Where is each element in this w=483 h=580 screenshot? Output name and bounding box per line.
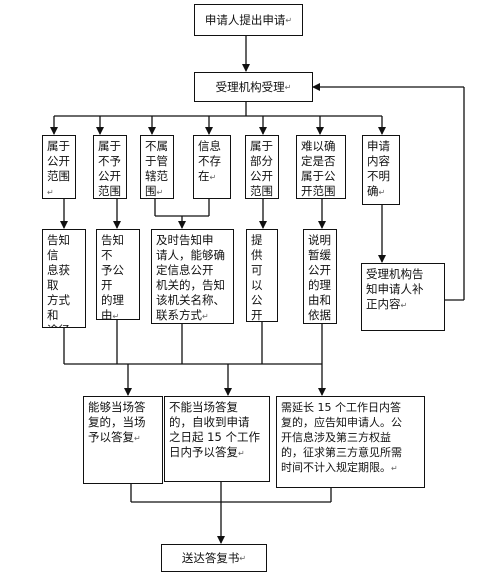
node-apply: 申请人提出申请 — [194, 4, 303, 36]
node-inform-refusal: 告知不 予公开 的理由 — [96, 229, 140, 320]
node-inform-agency: 及时告知申 请人，能够确 定信息公开 机关的，告知 该机关名称、 联系方式 — [151, 229, 234, 324]
node-extension: 需延长 15 个工作日内答 复的，应告知申请人。公 开信息涉及第三方权益 的，征… — [276, 396, 425, 488]
node-explain-deferral: 说明 暂缓 公开 的理 由和 依据 — [303, 229, 337, 324]
node-partial-public: 属于 部分 公开 范围 — [245, 135, 279, 199]
node-content-unclear: 申请 内容 不明 确 — [362, 135, 400, 205]
node-public-scope: 属于 公开 范围 — [42, 135, 76, 199]
node-accept: 受理机构受理 — [194, 72, 313, 102]
node-deliver-reply: 送达答复书 — [161, 544, 267, 572]
node-provide-partial: 提供 可以 公开 的信 息内 容 — [246, 229, 278, 322]
node-not-jurisdiction: 不属 于管 辖范 围 — [140, 135, 174, 199]
node-info-not-exist: 信息 不存 在 — [193, 135, 231, 199]
node-request-correction: 受理机构告 知申请人补 正内容 — [361, 263, 445, 331]
node-answer-on-spot: 能够当场答 复的，当场 予以答复 — [83, 396, 163, 484]
node-not-public-scope: 属于 不予 公开 范围 — [93, 135, 127, 199]
node-answer-15days: 不能当场答复 的，自收到申请 之日起 15 个工作 日内予以答复 — [164, 396, 270, 482]
node-inform-method: 告知信 息获取 方式和 途径 — [42, 229, 86, 328]
node-hard-to-determine: 难以确 定是否 属于公 开范围 — [296, 135, 346, 199]
